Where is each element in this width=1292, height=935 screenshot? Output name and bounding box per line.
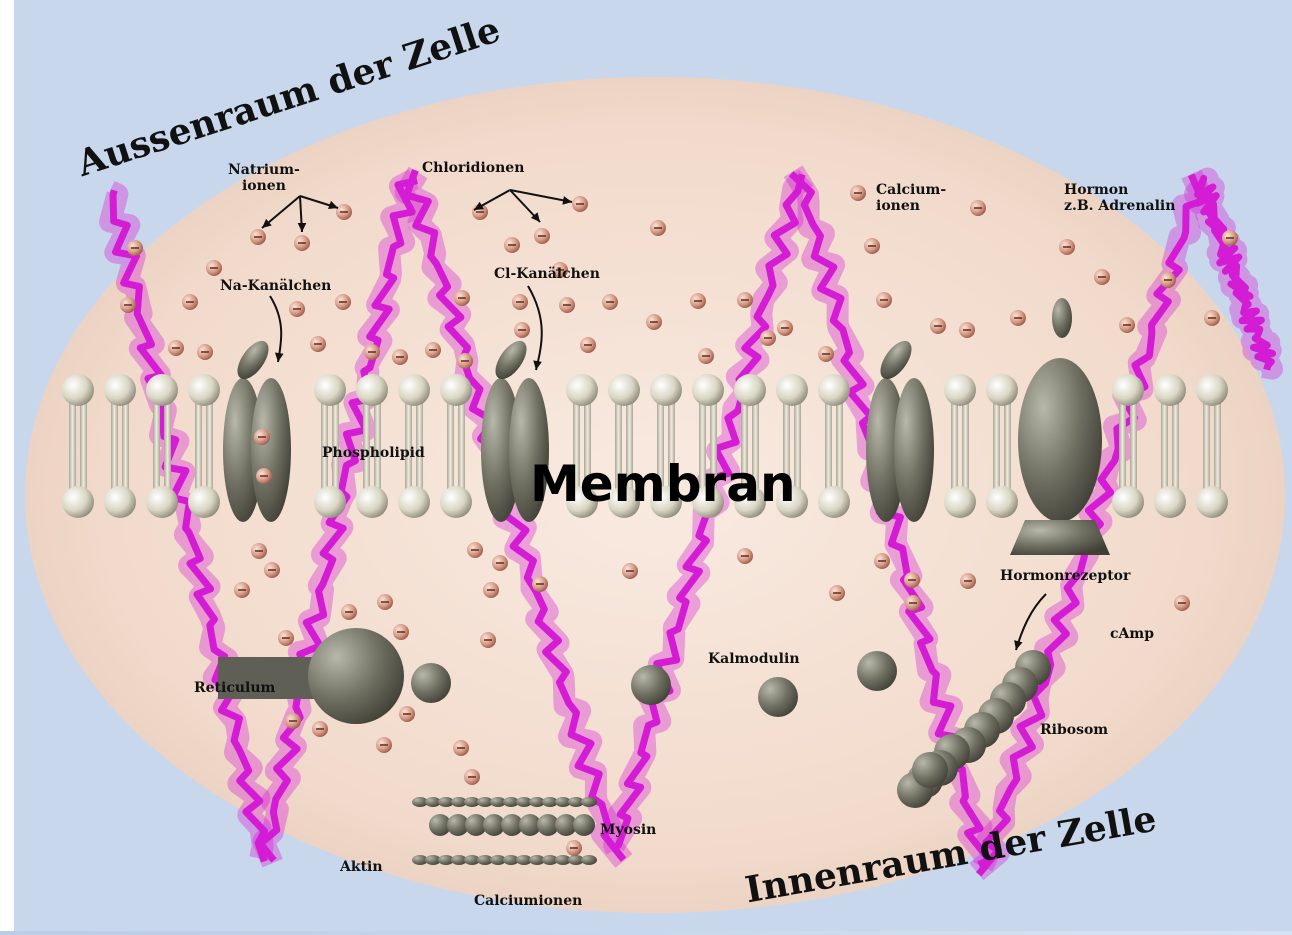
label-sodium-ions-line2: ionen (228, 178, 300, 194)
label-cl-channel: Cl-Kanälchen (494, 266, 600, 282)
phospholipid-head (944, 374, 976, 406)
label-membrane: Membran (530, 455, 796, 513)
phospholipid-tail (993, 398, 1000, 494)
phospholipid-head (440, 374, 472, 406)
actin-bead (581, 855, 597, 865)
phospholipid-head (818, 374, 850, 406)
actin-bead (581, 797, 597, 807)
phospholipid-tail (836, 398, 843, 494)
label-hormone-receptor: Hormonrezeptor (1000, 568, 1130, 584)
phospholipid-tail (1130, 398, 1137, 494)
phospholipid-head (1196, 374, 1228, 406)
phospholipid-head (188, 374, 220, 406)
phospholipid-head (986, 486, 1018, 518)
phospholipid-tail (153, 398, 160, 494)
phospholipid-head (62, 374, 94, 406)
phospholipid-tail (111, 398, 118, 494)
myosin-bead (573, 814, 595, 836)
phospholipid-head (818, 486, 850, 518)
label-phospholipid: Phospholipid (322, 445, 425, 461)
phospholipid-head (1196, 486, 1228, 518)
phospholipid-head (944, 486, 976, 518)
label-hormone: Hormon z.B. Adrenalin (1064, 182, 1175, 214)
label-calcium-ions-line2: ionen (876, 198, 946, 214)
reticulum-vesicle (411, 663, 451, 703)
label-actin: Aktin (340, 859, 383, 875)
label-ribosome: Ribosom (1040, 722, 1108, 738)
label-hormone-line2: z.B. Adrenalin (1064, 198, 1175, 214)
label-calcium-ions-line1: Calcium- (876, 182, 946, 198)
phospholipid-head (188, 486, 220, 518)
phospholipid-head (986, 374, 1018, 406)
phospholipid-head (314, 374, 346, 406)
phospholipid-head (440, 486, 472, 518)
hormone-molecule (1052, 298, 1072, 338)
phospholipid-tail (206, 398, 213, 494)
phospholipid-tail (1214, 398, 1221, 494)
phospholipid-tail (951, 398, 958, 494)
label-calmodulin: Kalmodulin (708, 651, 800, 667)
phospholipid-head (1112, 374, 1144, 406)
phospholipid-head (776, 374, 808, 406)
calmodulin-sphere (857, 651, 897, 691)
label-na-channel: Na-Kanälchen (220, 278, 331, 294)
phospholipid-tail (195, 398, 202, 494)
phospholipid-tail (164, 398, 171, 494)
phospholipid-head (104, 374, 136, 406)
phospholipid-tail (122, 398, 129, 494)
phospholipid-head (398, 374, 430, 406)
phospholipid-tail (1172, 398, 1179, 494)
phospholipid-head (62, 486, 94, 518)
phospholipid-head (104, 486, 136, 518)
phospholipid-head (608, 374, 640, 406)
phospholipid-head (1112, 486, 1144, 518)
ca-channel-protein-right (894, 378, 934, 522)
label-chloride-ions: Chloridionen (422, 160, 524, 176)
label-myosin: Myosin (600, 822, 656, 838)
label-sodium-ions: Natrium- ionen (228, 162, 300, 194)
hormone-receptor-protein (1018, 358, 1102, 522)
phospholipid-head (1154, 374, 1186, 406)
left-border (0, 0, 14, 931)
label-sodium-ions-line1: Natrium- (228, 162, 300, 178)
label-camp: cAmp (1110, 626, 1154, 642)
phospholipid-tail (69, 398, 76, 494)
phospholipid-head (566, 374, 598, 406)
phospholipid-head (314, 486, 346, 518)
calmodulin-sphere (631, 665, 671, 705)
phospholipid-head (1154, 486, 1186, 518)
phospholipid-tail (1119, 398, 1126, 494)
phospholipid-tail (1004, 398, 1011, 494)
phospholipid-tail (447, 398, 454, 494)
phospholipid-head (692, 374, 724, 406)
phospholipid-tail (962, 398, 969, 494)
phospholipid-head (356, 374, 388, 406)
phospholipid-tail (1203, 398, 1210, 494)
calmodulin-sphere (758, 677, 798, 717)
label-reticulum: Reticulum (194, 680, 275, 696)
phospholipid-head (734, 374, 766, 406)
phospholipid-head (650, 374, 682, 406)
reticulum-sphere (308, 628, 404, 724)
phospholipid-tail (458, 398, 465, 494)
phospholipid-head (146, 486, 178, 518)
phospholipid-tail (1161, 398, 1168, 494)
phospholipid-head (356, 486, 388, 518)
hormone-receptor-base (1010, 520, 1110, 555)
label-hormone-line1: Hormon (1064, 182, 1175, 198)
na-channel-protein-right (251, 378, 291, 522)
phospholipid-tail (825, 398, 832, 494)
phospholipid-head (398, 486, 430, 518)
label-calcium-ions: Calcium- ionen (876, 182, 946, 214)
ribosome-sphere (912, 752, 948, 788)
phospholipid-head (146, 374, 178, 406)
label-calcium-ions-inner: Calciumionen (474, 893, 582, 909)
phospholipid-tail (80, 398, 87, 494)
